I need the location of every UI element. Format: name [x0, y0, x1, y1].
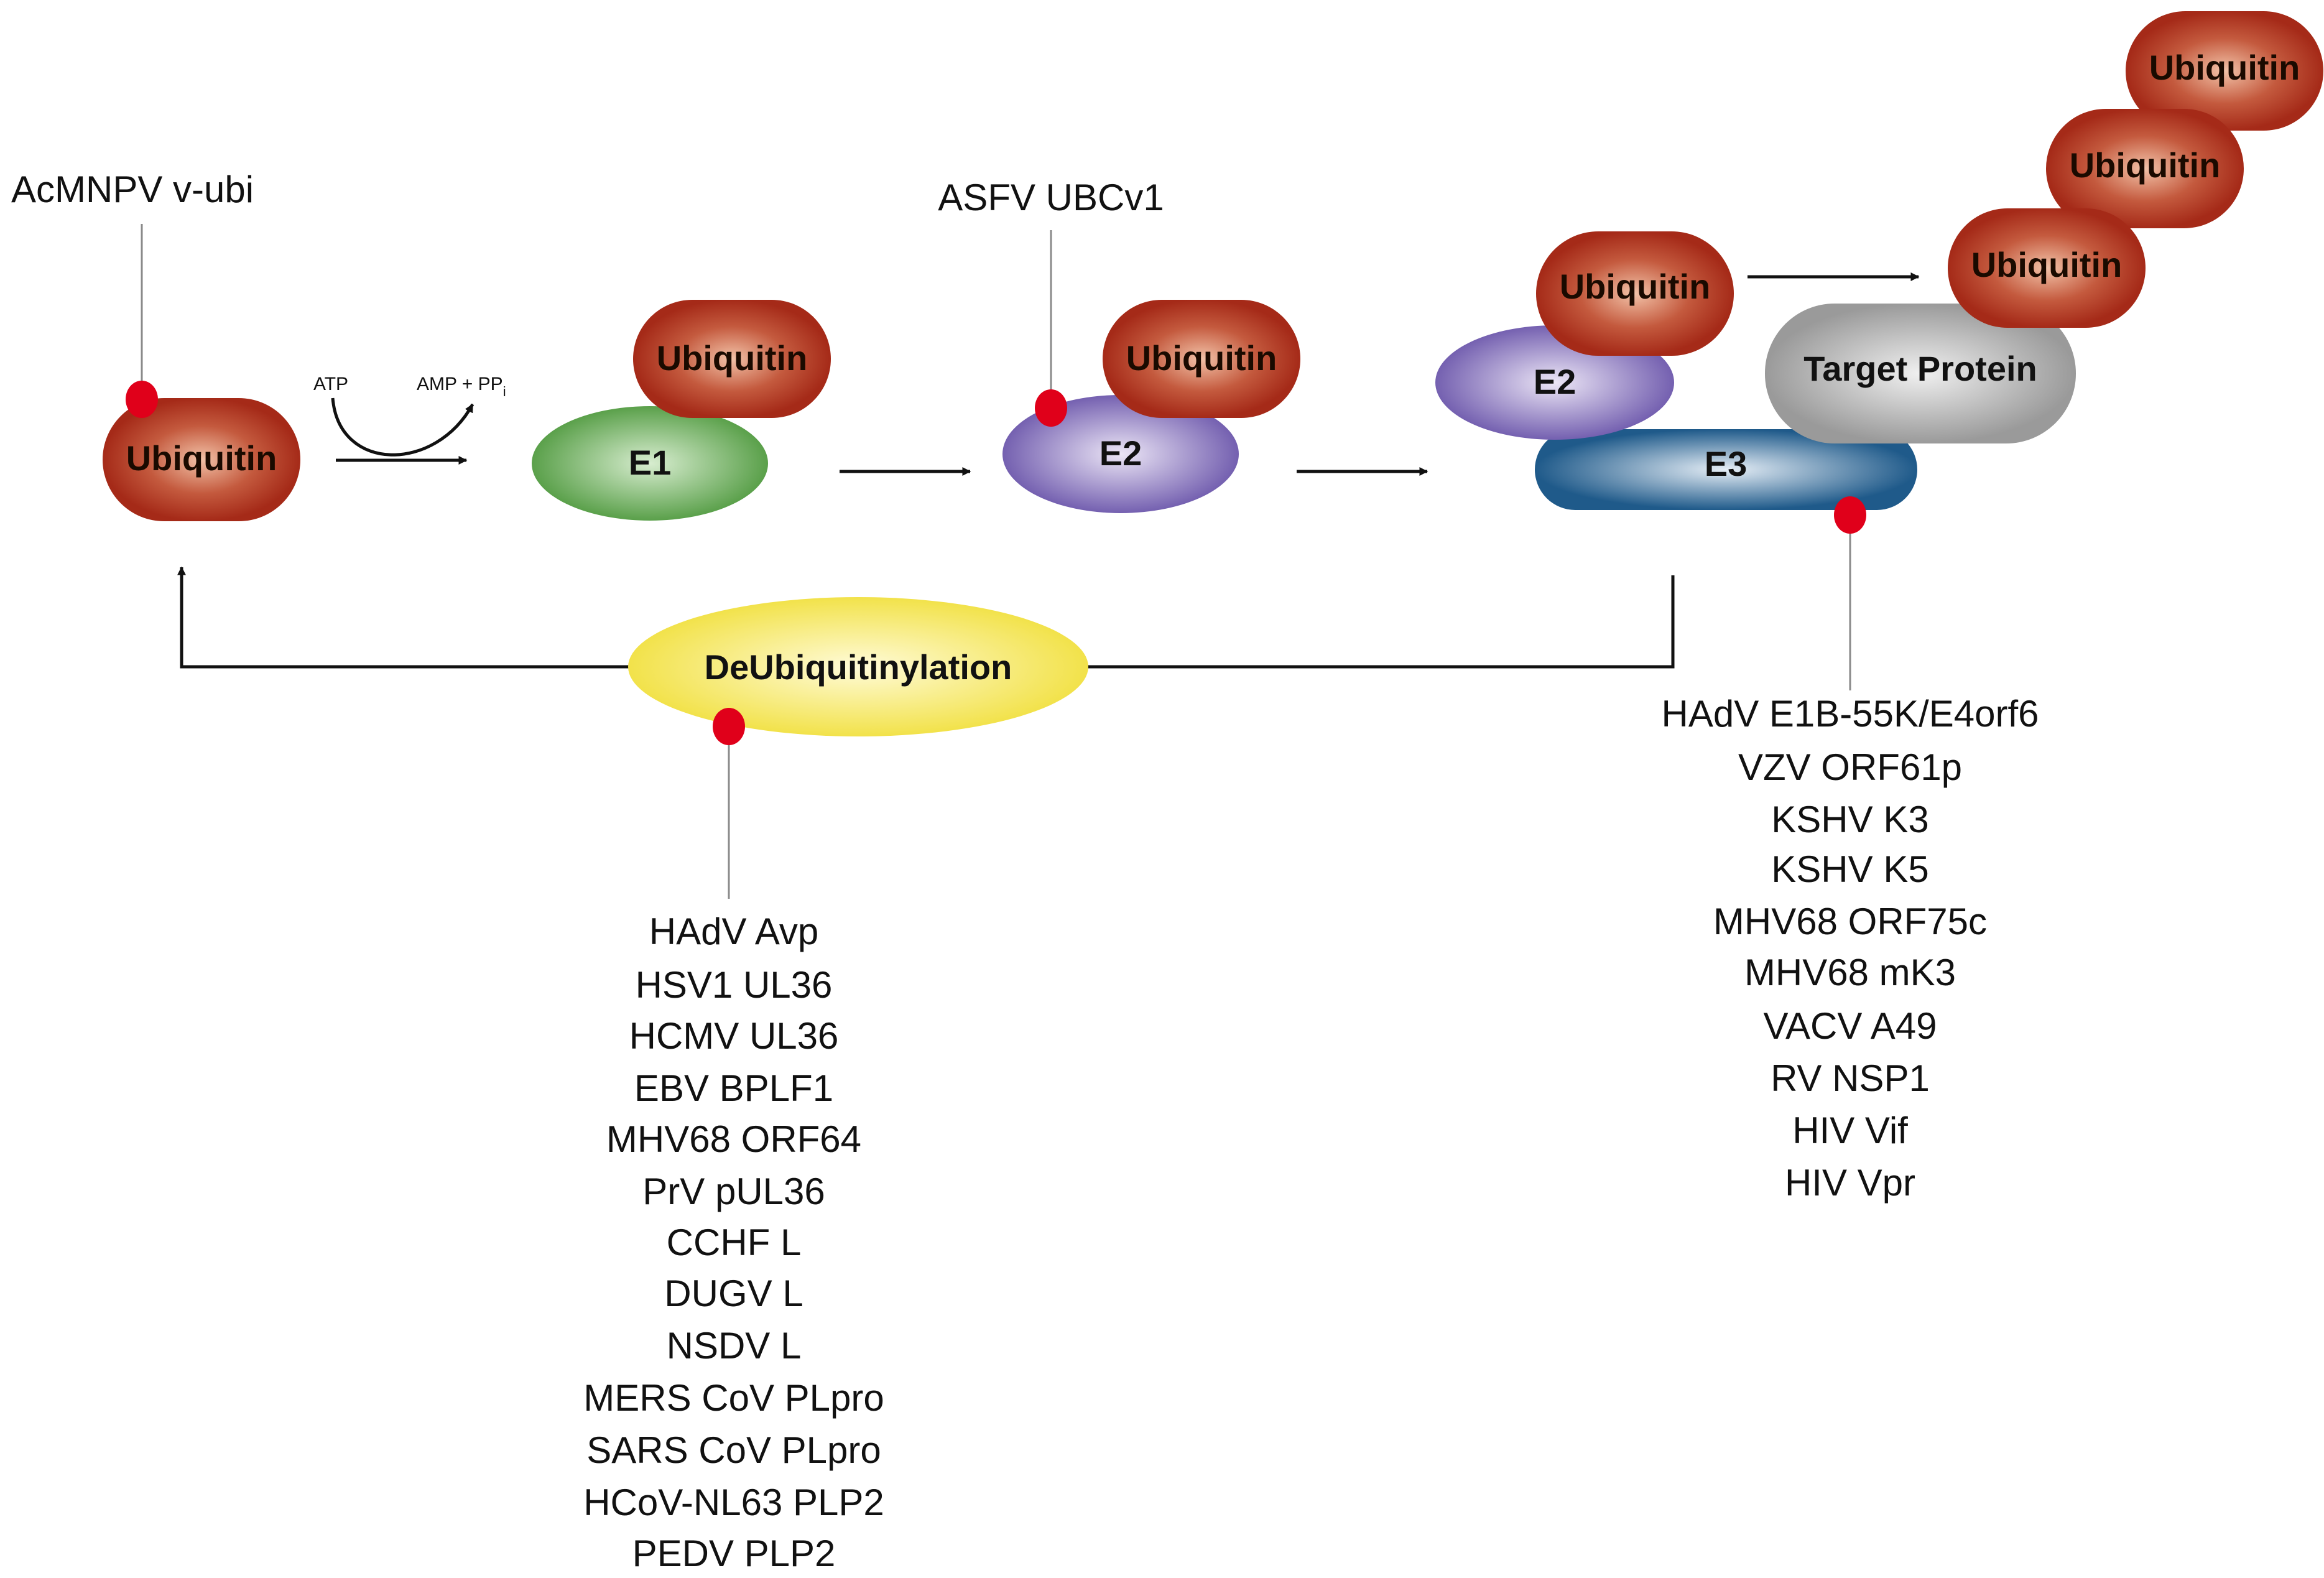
- atp-label: ATP: [313, 374, 348, 394]
- dub-viral-item: NSDV L: [667, 1325, 802, 1367]
- ubiquitin-label: Ubiquitin: [1126, 338, 1277, 378]
- e3-viral-item: HIV Vpr: [1785, 1162, 1915, 1204]
- dub-viral-item: PEDV PLP2: [632, 1533, 836, 1574]
- target-protein-shape: [1765, 304, 2076, 443]
- deubiquitinylation-shape: [628, 597, 1088, 736]
- deubiquitinylation-label: DeUbiquitinylation: [705, 647, 1012, 687]
- dub-viral-item: SARS CoV PLpro: [586, 1429, 881, 1471]
- polyubiquitin-chain: Ubiquitin Ubiquitin Ubiquitin: [1948, 11, 2323, 328]
- dub-viral-item: HCoV-NL63 PLP2: [583, 1482, 884, 1523]
- amp-pp-subscript: i: [503, 384, 506, 399]
- ubiquitin-shape: [103, 398, 300, 521]
- ubiquitin-shape: [1536, 231, 1734, 356]
- e3-viral-item: KSHV K5: [1771, 848, 1928, 890]
- ubiquitin-label: Ubiquitin: [657, 338, 808, 378]
- e1-shape: [532, 406, 768, 521]
- e3-shape: [1535, 429, 1917, 510]
- e3-viral-item: RV NSP1: [1771, 1057, 1930, 1099]
- viral-marker-asfv: [1035, 389, 1067, 427]
- e3-viral-item: HAdV E1B-55K/E4orf6: [1661, 693, 2039, 735]
- ubiquitin-label: Ubiquitin: [2070, 146, 2221, 185]
- acmnpv-label: AcMNPV v-ubi: [11, 169, 254, 210]
- e3-viral-list: HAdV E1B-55K/E4orf6 VZV ORF61p KSHV K3 K…: [1661, 693, 2039, 1204]
- e3-complex: E3 E2 Target Protein Ubiquitin: [1435, 231, 2076, 510]
- amp-pp-label: AMP + PPi: [417, 374, 506, 399]
- viral-marker-dub: [713, 708, 745, 745]
- viral-pin-lines: [141, 224, 1851, 899]
- atp-curved-arrow: [331, 397, 475, 457]
- dub-viral-list: HAdV Avp HSV1 UL36 HCMV UL36 EBV BPLF1 M…: [583, 911, 884, 1574]
- ubiquitin-label: Ubiquitin: [126, 439, 277, 478]
- e3-viral-item: MHV68 ORF75c: [1713, 901, 1987, 942]
- viral-marker-e3: [1834, 496, 1866, 534]
- ubiquitin-shape: [1948, 208, 2146, 328]
- dub-viral-item: MHV68 ORF64: [606, 1118, 861, 1160]
- target-protein-label: Target Protein: [1803, 349, 2037, 388]
- e3-label: E3: [1705, 444, 1748, 483]
- dub-viral-item: PrV pUL36: [642, 1171, 825, 1212]
- ubiquitin-shape: [1103, 300, 1300, 418]
- dub-viral-item: HCMV UL36: [629, 1015, 839, 1057]
- dub-viral-item: HSV1 UL36: [636, 964, 833, 1006]
- ubiquitin-label: Ubiquitin: [1971, 245, 2123, 284]
- viral-marker-acmnpv: [126, 381, 158, 418]
- dub-viral-item: CCHF L: [667, 1222, 802, 1263]
- ubiquitin-shape: [2126, 11, 2323, 131]
- e2-label: E2: [1534, 362, 1576, 401]
- e3-viral-item: VZV ORF61p: [1738, 746, 1962, 788]
- dub-viral-item: DUGV L: [664, 1273, 803, 1314]
- asfv-label: ASFV UBCv1: [938, 177, 1164, 218]
- e3-viral-item: MHV68 mK3: [1744, 952, 1956, 993]
- ubiquitin-label: Ubiquitin: [2149, 48, 2300, 87]
- deubiquitinylation-node: DeUbiquitinylation: [628, 597, 1088, 736]
- e1-label: E1: [629, 443, 672, 482]
- e2-shape: [1002, 395, 1239, 513]
- e3-viral-item: HIV Vif: [1792, 1110, 1908, 1151]
- dub-viral-item: MERS CoV PLpro: [583, 1377, 884, 1419]
- dub-viral-item: EBV BPLF1: [634, 1067, 833, 1109]
- free-ubiquitin: Ubiquitin: [103, 398, 300, 521]
- ubiquitin-shape: [2046, 109, 2244, 228]
- e1-complex: E1 Ubiquitin: [532, 300, 831, 521]
- e2-complex: E2 Ubiquitin: [1002, 300, 1300, 513]
- viral-markers: [126, 381, 1866, 745]
- amp-pp-text: AMP + PP: [417, 374, 503, 394]
- e2-label: E2: [1100, 434, 1142, 473]
- dub-viral-item: HAdV Avp: [649, 911, 818, 952]
- e3-viral-item: KSHV K3: [1771, 799, 1928, 840]
- e3-viral-item: VACV A49: [1763, 1005, 1937, 1047]
- ubiquitin-shape: [633, 300, 831, 418]
- ubiquitin-label: Ubiquitin: [1560, 267, 1711, 306]
